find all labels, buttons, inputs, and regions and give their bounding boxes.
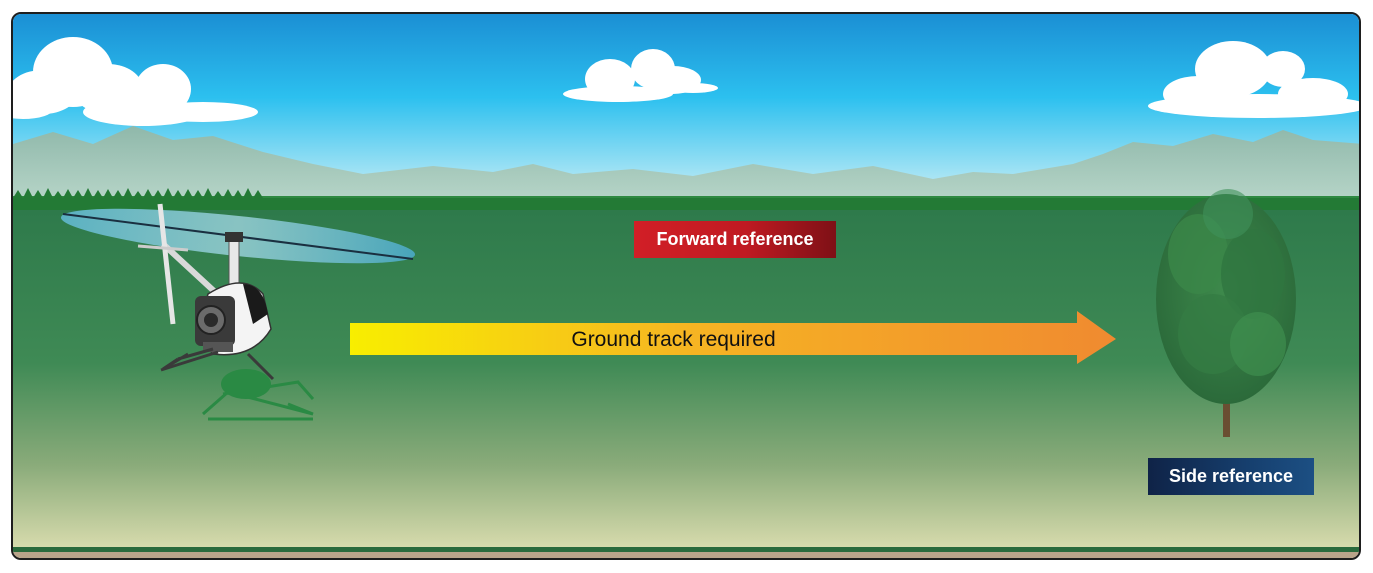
forward-reference-badge: Forward reference — [634, 221, 836, 258]
ground-soil — [13, 552, 1359, 558]
ground-track-arrow — [350, 311, 1116, 364]
ground — [13, 210, 1359, 550]
tree-side-reference — [1156, 189, 1296, 437]
cloud-left — [13, 37, 258, 126]
cloud-center — [563, 49, 718, 102]
side-reference-badge: Side reference — [1148, 458, 1314, 495]
hover-scene — [13, 14, 1359, 558]
treeline — [13, 188, 1359, 210]
diagram-frame: Forward reference Side reference Ground … — [11, 12, 1361, 560]
helicopter — [60, 203, 416, 381]
helicopter-shadow — [202, 369, 315, 421]
ground-track-label: Ground track required — [571, 327, 776, 351]
mountains — [13, 126, 1359, 204]
ground-edge — [13, 547, 1359, 552]
cloud-right — [1148, 41, 1359, 118]
